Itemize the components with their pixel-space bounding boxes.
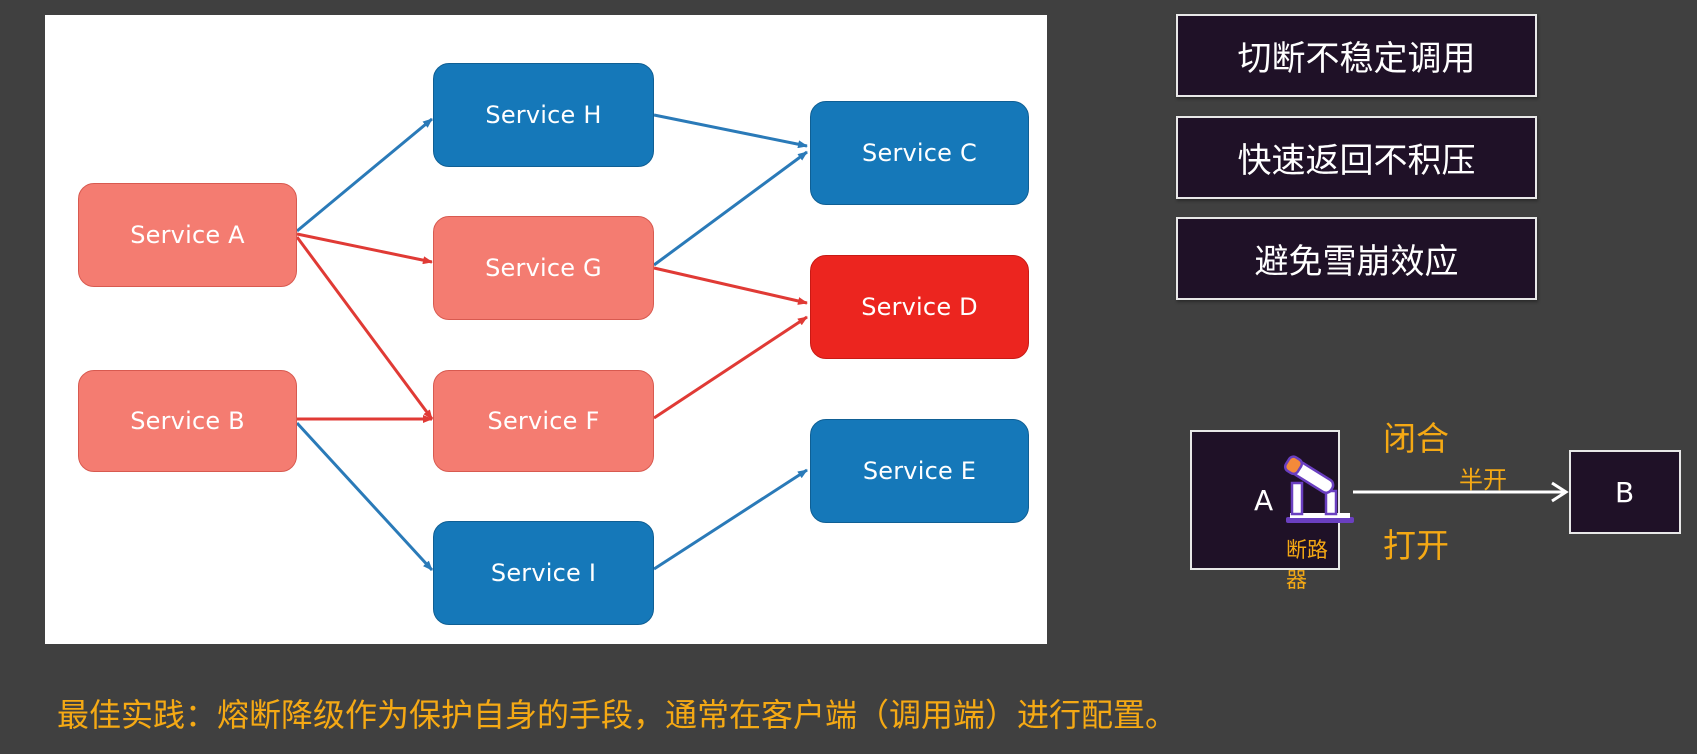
connection-arrow — [1353, 481, 1569, 503]
service-e-node: Service E — [810, 419, 1029, 523]
arrow-b-to-i — [295, 421, 434, 572]
service-g-node: Service G — [433, 216, 654, 320]
arrow-i-to-e — [653, 468, 808, 571]
arrow-a-to-h — [296, 117, 433, 233]
arrow-a-to-g — [296, 232, 433, 265]
arrow-h-to-c — [653, 113, 808, 149]
state-open-label: 打开 — [1383, 526, 1449, 565]
service-d-node: Service D — [810, 255, 1029, 359]
service-c-node: Service C — [810, 101, 1029, 205]
feature-avoid-avalanche: 避免雪崩效应 — [1176, 217, 1537, 300]
feature-fast-return: 快速返回不积压 — [1176, 116, 1537, 199]
breaker-label: 断路器 — [1286, 538, 1328, 592]
state-closed-label: 闭合 — [1383, 419, 1449, 458]
service-dependency-diagram: Service A Service B Service H Service G … — [45, 15, 1047, 644]
node-b-label: B — [1615, 476, 1635, 509]
feature-cut-unstable-calls: 切断不稳定调用 — [1176, 14, 1537, 97]
arrow-g-to-d — [653, 266, 808, 305]
state-half-open-label: 半开 — [1459, 466, 1507, 494]
node-b-box: B — [1569, 450, 1681, 534]
service-i-node: Service I — [433, 521, 654, 625]
node-a-label: A — [1254, 484, 1274, 517]
service-h-node: Service H — [433, 63, 654, 167]
breaker-switch-icon — [1283, 455, 1354, 523]
node-a-box: A 断路器 — [1190, 430, 1340, 592]
service-b-node: Service B — [78, 370, 297, 472]
arrow-f-to-d — [653, 315, 808, 420]
service-f-node: Service F — [433, 370, 654, 472]
service-a-node: Service A — [78, 183, 297, 287]
best-practice-footer: 最佳实践：熔断降级作为保护自身的手段，通常在客户端（调用端）进行配置。 — [57, 696, 1178, 734]
arrow-g-to-c — [653, 150, 808, 267]
arrow-a-to-f — [295, 236, 434, 420]
dependency-arrows — [295, 113, 808, 572]
